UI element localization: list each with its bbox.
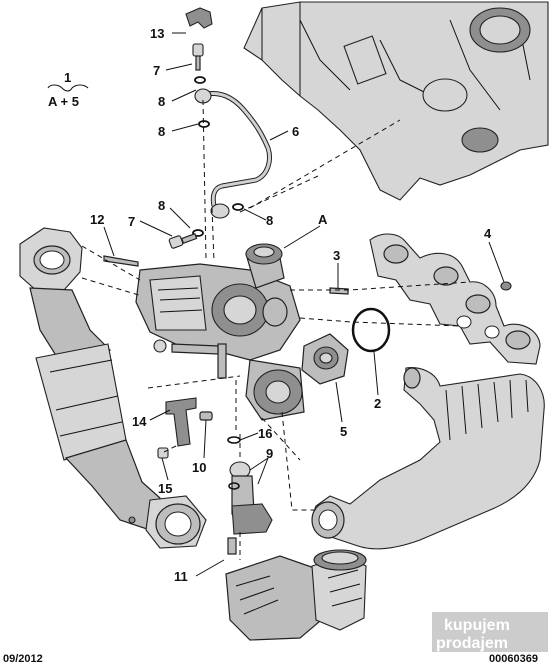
oil-return-pipe [227, 436, 273, 535]
label-12: 12 [90, 212, 104, 227]
label-a: A [318, 212, 328, 227]
label-8-right: 8 [266, 213, 273, 228]
turbocharger [135, 243, 305, 421]
label-9: 9 [266, 446, 273, 461]
exhaust-manifold [369, 233, 541, 365]
label-a-plus-5: A + 5 [48, 94, 79, 109]
intake-hose [311, 367, 545, 550]
label-13: 13 [150, 26, 164, 41]
label-15: 15 [158, 481, 172, 496]
label-14: 14 [132, 414, 147, 429]
label-4: 4 [484, 226, 492, 241]
label-8-mid: 8 [158, 124, 165, 139]
label-3: 3 [333, 248, 340, 263]
footer-date: 09/2012 [3, 653, 43, 665]
label-5: 5 [340, 424, 347, 439]
label-6: 6 [292, 124, 299, 139]
label-1: 1 [64, 70, 71, 85]
label-10: 10 [192, 460, 206, 475]
label-7-top: 7 [153, 63, 160, 78]
oil-filter-housing [225, 537, 367, 641]
leader-lines [103, 32, 505, 577]
bracket [157, 397, 213, 459]
engine-block [243, 1, 549, 201]
callout-labels: 13 7 8 8 6 1 A + 5 12 7 8 8 A 3 4 2 5 14… [48, 26, 492, 584]
watermark-line2: prodajem [436, 635, 508, 652]
watermark: kupujem prodajem [432, 612, 548, 652]
stud [103, 255, 139, 267]
stud-3 [329, 287, 349, 295]
label-7-lower: 7 [128, 214, 135, 229]
top-fasteners [168, 7, 244, 249]
footer-code: 00060369 [489, 653, 538, 665]
legend-brace [47, 84, 89, 92]
label-2: 2 [374, 396, 381, 411]
label-11: 11 [174, 569, 188, 584]
wastegate-valve [301, 333, 349, 385]
watermark-line1: kupujem [444, 617, 510, 634]
label-16: 16 [258, 426, 272, 441]
oil-pipe [194, 88, 272, 219]
dashed-connections [81, 99, 471, 560]
catalytic-converter [19, 227, 207, 549]
gasket-ring [351, 307, 391, 353]
label-8-left: 8 [158, 198, 165, 213]
label-8-top: 8 [158, 94, 165, 109]
